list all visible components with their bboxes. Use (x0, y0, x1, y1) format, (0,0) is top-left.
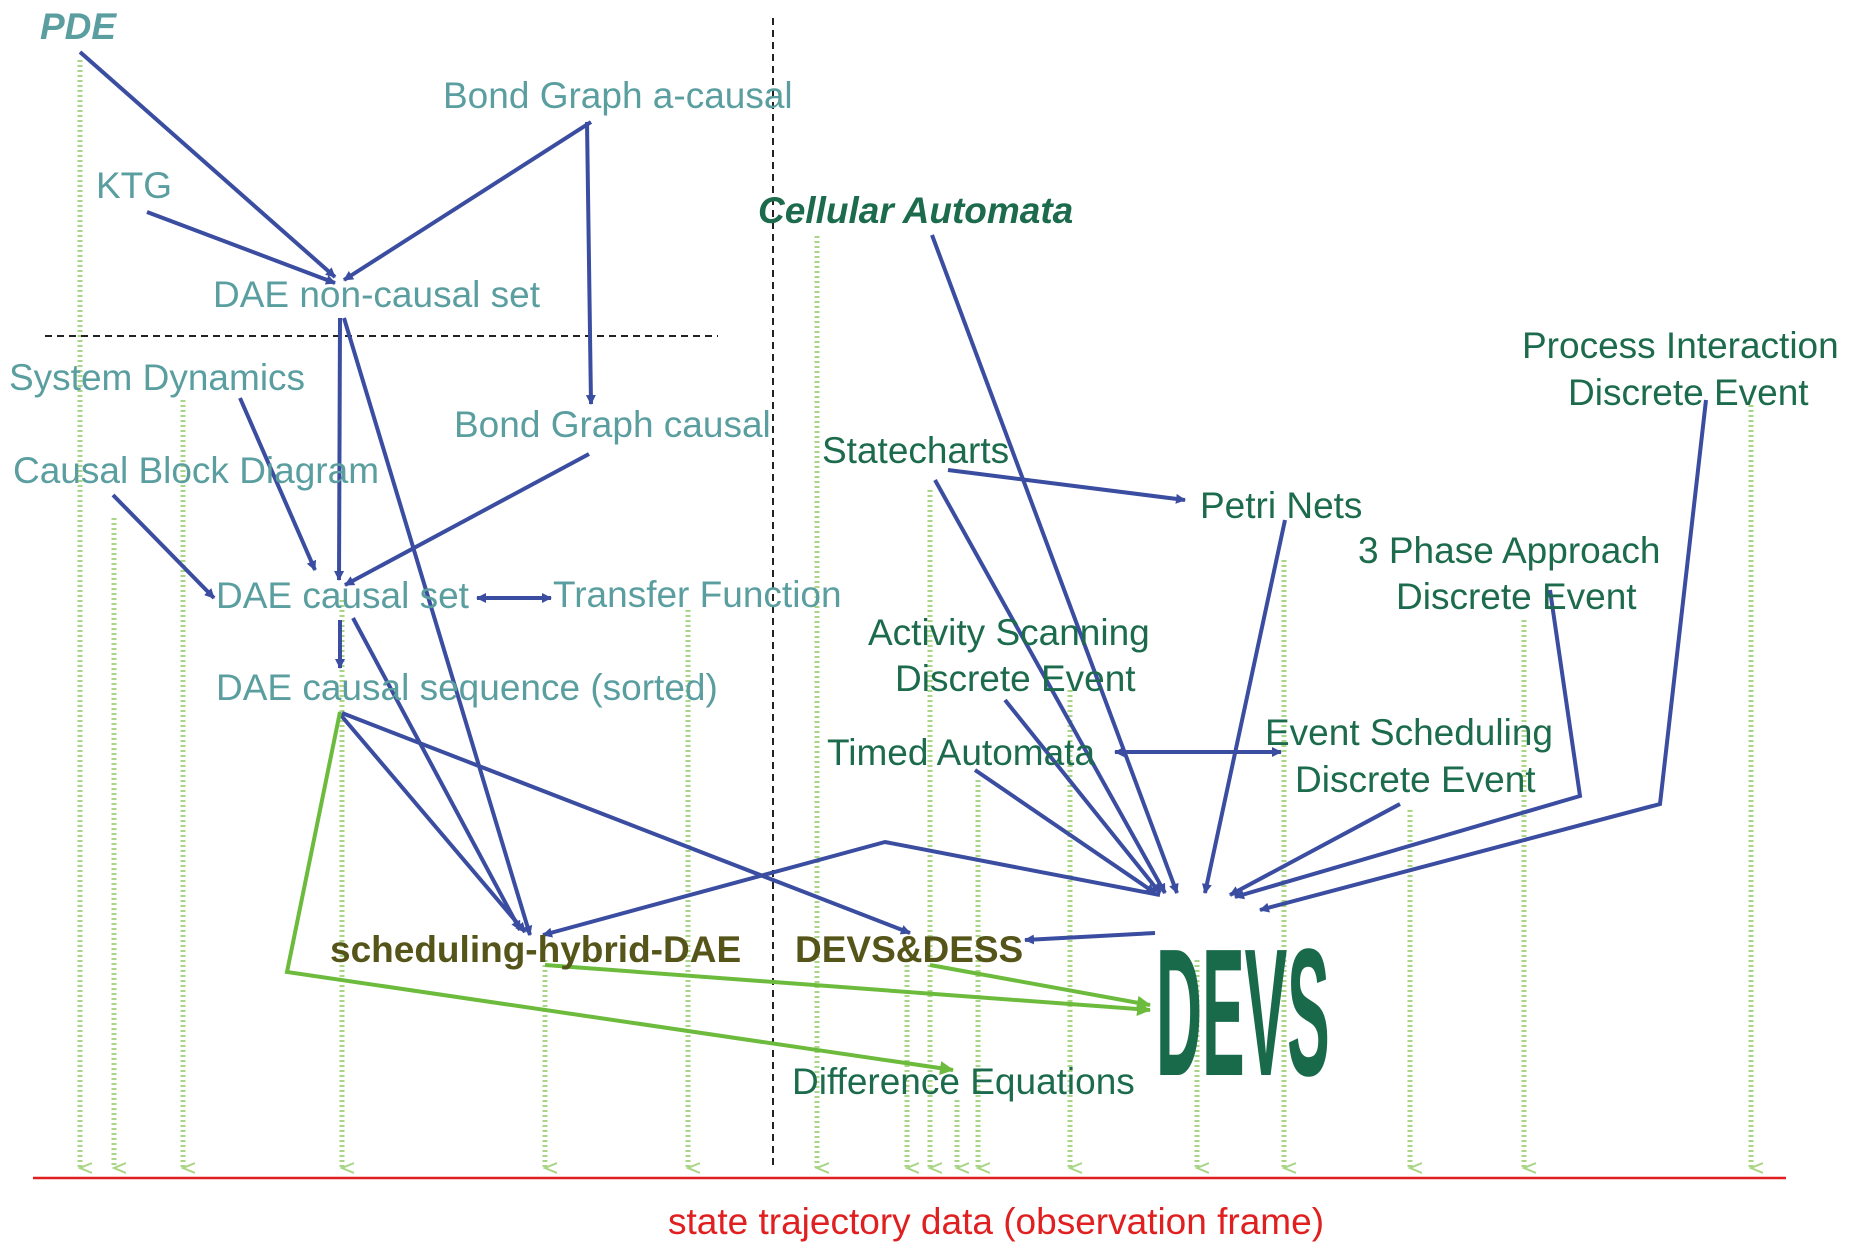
label-difference-equations: Difference Equations (792, 1061, 1135, 1102)
label-devs-dess: DEVS&DESS (795, 929, 1023, 970)
label-statecharts: Statecharts (822, 430, 1009, 471)
derivation-arrows (284, 711, 1151, 1076)
projection-lines (77, 60, 1751, 1168)
label-3-phase-de: Discrete Event (1396, 576, 1637, 617)
devs-logo: DEVS (1156, 911, 1330, 1114)
label-process-interaction: Process Interaction (1522, 325, 1839, 366)
label-3-phase-approach: 3 Phase Approach (1358, 530, 1660, 571)
label-event-scheduling: Event Scheduling (1265, 712, 1553, 753)
label-cellular-automata: Cellular Automata (758, 190, 1073, 231)
label-transfer-function: Transfer Function (553, 574, 842, 615)
label-activity-scanning-de: Discrete Event (895, 658, 1136, 699)
label-dae-noncausal-set: DAE non-causal set (213, 274, 541, 315)
label-scheduling-hybrid-dae: scheduling-hybrid-DAE (330, 929, 741, 970)
label-ktg: KTG (96, 165, 172, 206)
label-dae-causal-sequence: DAE causal sequence (sorted) (216, 667, 718, 708)
label-bond-graph-acausal: Bond Graph a-causal (443, 75, 793, 116)
label-timed-automata: Timed Automata (827, 732, 1095, 773)
label-event-scheduling-de: Discrete Event (1295, 759, 1536, 800)
label-pde: PDE (40, 6, 117, 47)
label-causal-block-diagram: Causal Block Diagram (13, 450, 379, 491)
label-state-trajectory: state trajectory data (observation frame… (668, 1201, 1324, 1242)
label-bond-graph-causal: Bond Graph causal (454, 404, 771, 445)
label-system-dynamics: System Dynamics (9, 357, 305, 398)
label-activity-scanning: Activity Scanning (868, 612, 1150, 653)
label-dae-causal-set: DAE causal set (216, 575, 470, 616)
transformation-arrows (78, 50, 1708, 945)
label-process-interaction-de: Discrete Event (1568, 372, 1809, 413)
label-petri-nets: Petri Nets (1200, 485, 1362, 526)
